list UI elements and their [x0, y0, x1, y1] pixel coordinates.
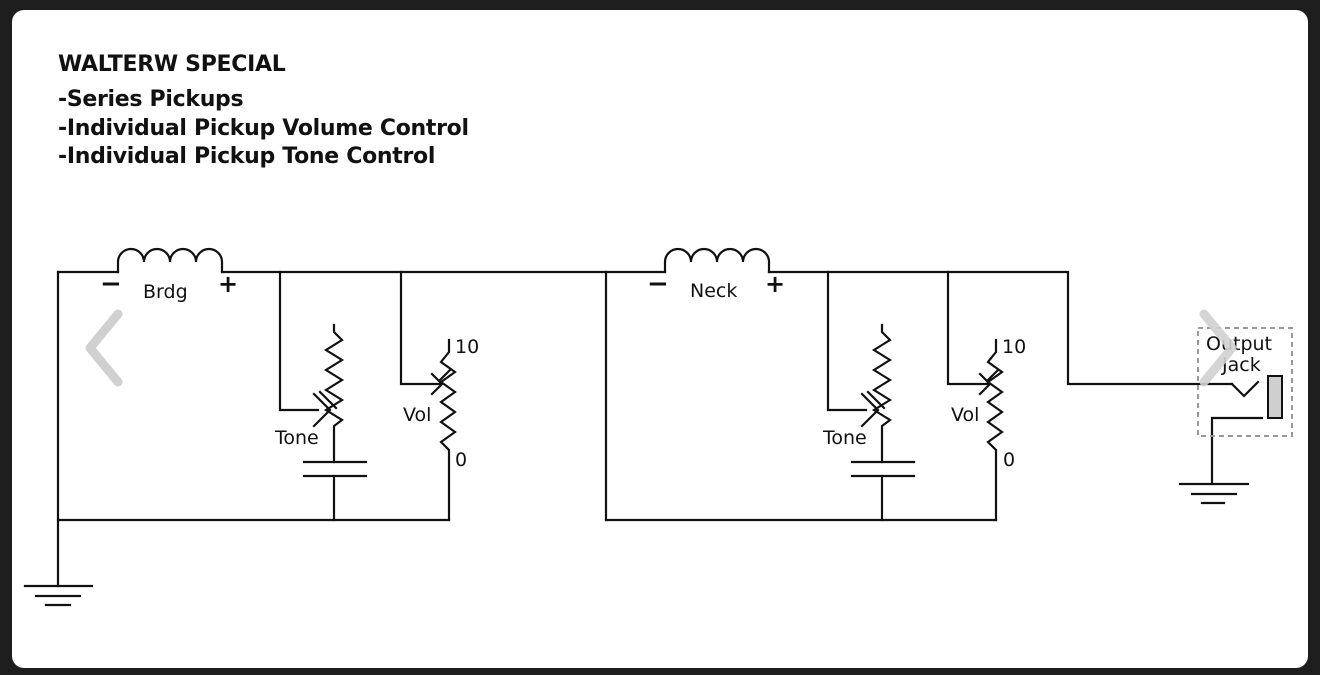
- bridge-vol-label: Vol: [403, 404, 431, 426]
- image-viewer: WALTERW SPECIAL -Series Pickups -Individ…: [12, 10, 1308, 668]
- chevron-right-icon: [1199, 309, 1237, 387]
- feature-series-pickups: -Series Pickups: [58, 87, 244, 112]
- neck-pickup-coil: [663, 247, 771, 274]
- top-wire: [767, 270, 1234, 386]
- jack-outline: [1197, 327, 1293, 437]
- chevron-left-icon: [85, 309, 123, 387]
- jack-tip: [1230, 380, 1260, 398]
- bridge-vol-max-label: 10: [455, 336, 479, 358]
- neck-vol-min-label: 0: [1003, 449, 1015, 471]
- tone-cap: [302, 460, 368, 478]
- tone-pot-resistor: [871, 323, 893, 464]
- tone-wiper-arrow: [312, 390, 338, 428]
- tone-wiper-arrow: [860, 390, 886, 428]
- neck-section: [604, 247, 1234, 522]
- feature-tone-control: -Individual Pickup Tone Control: [58, 144, 436, 169]
- vol-wire: [399, 270, 442, 386]
- next-button[interactable]: [1194, 308, 1244, 388]
- bridge-section: [23, 247, 667, 607]
- bridge-pickup-label: Brdg: [143, 281, 188, 303]
- output-jack-section: [1178, 380, 1264, 505]
- jack-body: [1267, 375, 1283, 419]
- feature-volume-control: -Individual Pickup Volume Control: [58, 115, 469, 141]
- ground-symbol: [1178, 482, 1250, 505]
- tone-wire: [278, 270, 320, 412]
- diagram-title: WALTERW SPECIAL: [58, 52, 286, 77]
- bridge-tone-label: Tone: [274, 427, 319, 449]
- bridge-minus-label: −: [100, 269, 122, 299]
- neck-plus-label: +: [765, 270, 785, 298]
- wiring-schematic: − Brdg + − Neck + Tone Vol 10 0 Tone Vol…: [23, 247, 1293, 607]
- ground-symbol: [23, 584, 94, 607]
- vol-pot-resistor: [986, 338, 1004, 522]
- neck-vol-label: Vol: [951, 404, 979, 426]
- neck-pickup-label: Neck: [690, 280, 737, 302]
- jack-sleeve-wire: [1210, 416, 1264, 486]
- bridge-plus-label: +: [218, 270, 238, 298]
- tone-cap: [850, 460, 916, 478]
- bridge-vol-min-label: 0: [455, 449, 467, 471]
- prev-button[interactable]: [78, 308, 128, 388]
- tone-wire: [826, 270, 868, 412]
- bridge-pickup-coil: [116, 247, 224, 274]
- neck-tone-label: Tone: [822, 427, 867, 449]
- vol-wiper-arrow: [430, 372, 444, 396]
- tone-pot-resistor: [323, 323, 345, 464]
- vol-pot-resistor: [439, 338, 457, 522]
- output-jack-label-line2: Jack: [1221, 354, 1261, 376]
- neck-vol-max-label: 10: [1002, 336, 1026, 358]
- vol-wiper-arrow: [978, 372, 992, 396]
- neck-minus-label: −: [647, 269, 669, 299]
- vol-wire: [946, 270, 990, 386]
- title-block: WALTERW SPECIAL -Series Pickups -Individ…: [58, 50, 469, 172]
